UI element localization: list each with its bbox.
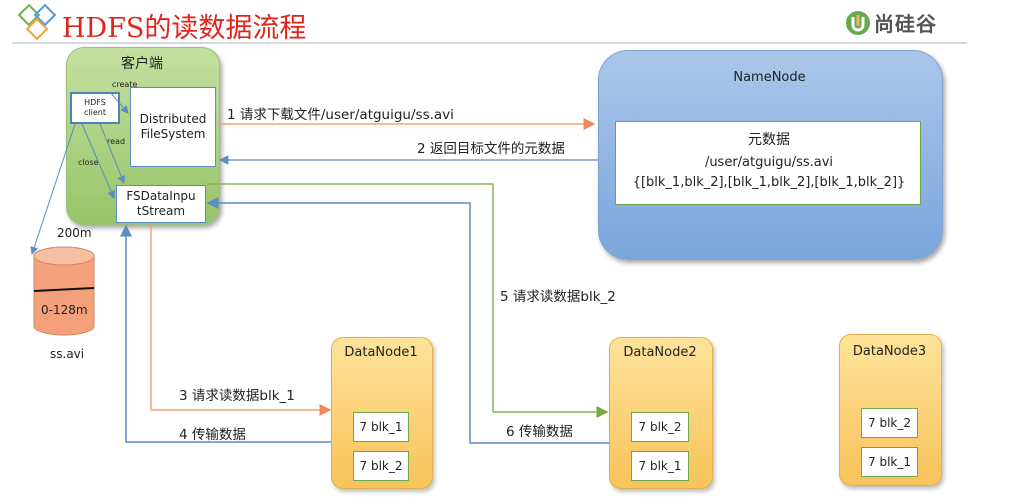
datanode1-title: DataNode1 — [344, 345, 418, 360]
datanode1-block-2: 7 blk_2 — [353, 451, 409, 481]
brand-logo: 尚硅谷 — [845, 8, 937, 37]
read-label: read — [107, 137, 126, 146]
datanode3-block-2: 7 blk_1 — [861, 447, 918, 477]
step5-label: 5 请求读数据blk_2 — [500, 289, 616, 305]
datanode1-block-1: 7 blk_1 — [353, 412, 409, 442]
file-cylinder-icon — [33, 246, 95, 336]
slide-title: HDFS的读数据流程 — [62, 13, 307, 44]
step6-arrow — [206, 197, 609, 444]
hdfs-client-box: HDFS client — [70, 92, 120, 124]
create-label: create — [112, 80, 138, 89]
client-title: 客户端 — [121, 56, 163, 72]
datanode2-block-1: 7 blk_2 — [631, 412, 689, 442]
datanode2-block-2: 7 blk_1 — [631, 451, 689, 481]
title-divider — [12, 42, 967, 44]
datanode2-title: DataNode2 — [623, 345, 697, 360]
step4-label: 4 传输数据 — [179, 427, 246, 443]
metadata-title: 元数据 — [748, 132, 790, 148]
file-size-label: 200m — [57, 226, 92, 240]
distributed-filesystem-box: Distributed FileSystem — [130, 87, 216, 167]
close-label: close — [78, 158, 99, 167]
write-file-arrow — [30, 123, 76, 255]
namenode-title: NameNode — [733, 70, 806, 85]
step3-arrow — [150, 225, 332, 416]
brand-u-icon — [846, 10, 870, 35]
read-arrow — [99, 123, 126, 184]
fsdatainputstream-box: FSDataInpu tStream — [116, 185, 206, 223]
metadata-box: 元数据 /user/atguigu/ss.avi {[blk_1,blk_2],… — [615, 121, 921, 205]
datanode3-title: DataNode3 — [852, 344, 927, 359]
file-name-label: ss.avi — [50, 347, 85, 361]
metadata-blocks: {[blk_1,blk_2],[blk_1,blk_2],[blk_1,blk_… — [632, 175, 906, 190]
metadata-path: /user/atguigu/ss.avi — [704, 155, 834, 170]
datanode3-block-1: 7 blk_2 — [861, 408, 918, 438]
file-block-label: 0-128m — [41, 303, 88, 317]
step3-label: 3 请求读数据blk_1 — [179, 388, 295, 404]
step1-label: 1 请求下载文件/user/atguigu/ss.avi — [227, 107, 454, 123]
step6-label: 6 传输数据 — [506, 424, 573, 440]
step5-arrow — [207, 183, 609, 418]
close-arrow — [81, 123, 115, 199]
create-arrow — [109, 91, 129, 114]
brand-name: 尚硅谷 — [874, 12, 937, 36]
step4-arrow — [120, 224, 331, 443]
step2-label: 2 返回目标文件的元数据 — [417, 141, 565, 157]
logo-diamonds-icon — [18, 4, 57, 41]
